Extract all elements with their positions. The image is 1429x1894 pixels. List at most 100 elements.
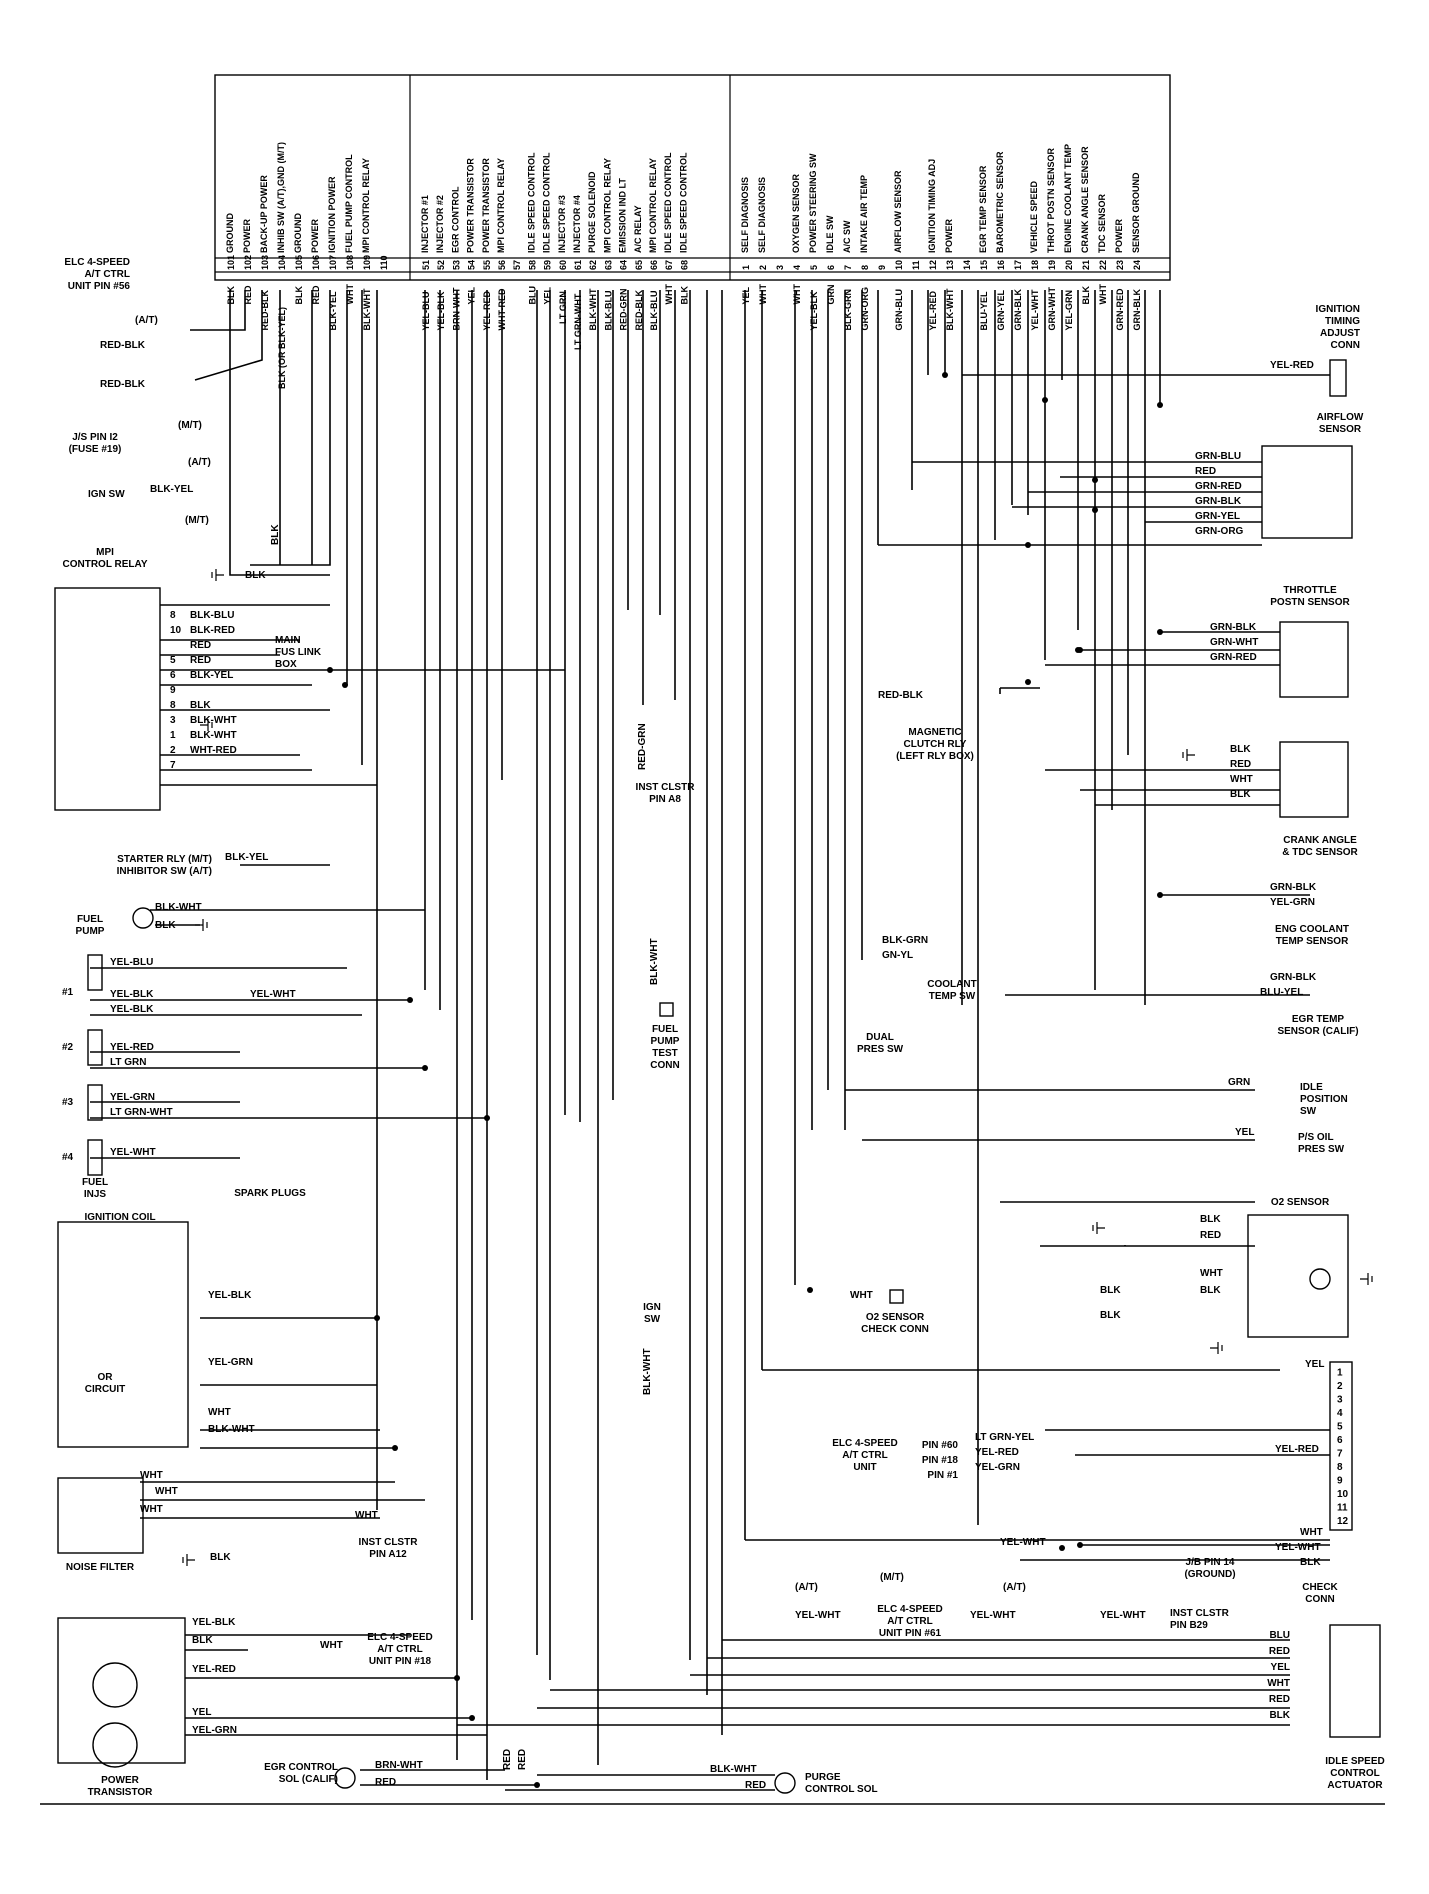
ecu-pin-func: POWER [1114,218,1124,253]
ignition-coil-label: IGNITION COIL [84,1212,155,1223]
o2-heater-symbol [1309,1268,1331,1290]
throttle-label-0: THROTTLE [1283,585,1337,596]
elc-61-label-0: ELC 4-SPEED [877,1604,943,1615]
main-fus-label-1: FUS LINK [275,647,322,658]
check-conn-label-1: CONN [1305,1594,1334,1605]
ecu-pin-wire: YEL-RED [928,290,938,330]
ps-wire-label: YEL [1235,1127,1254,1138]
relay-wire-label: WHT-RED [190,745,237,756]
mag-clutch-label-2: (LEFT RLY BOX) [896,751,974,762]
ground-symbols [182,569,1373,1566]
fuel-pump-label-1: PUMP [76,926,105,937]
check-wire-label: WHT [1300,1527,1323,1538]
ect-wire-label: GRN-BLK [1270,882,1317,893]
o2-check-label-1: CHECK CONN [861,1324,929,1335]
ecu-pin-wire: YEL-WHT [1030,289,1040,330]
injector-4 [87,1139,103,1176]
relay-pin-number: 9 [170,685,176,696]
ecu-pin-func: VEHICLE SPEED [1029,180,1039,253]
injector-wire-label: YEL-RED [110,1042,154,1053]
noise-filter-wire-label: WHT [140,1470,163,1481]
check-conn-pin-number: 10 [1337,1489,1349,1500]
ecu-pin-number: 107 [328,255,338,270]
ecu-pin-wire: GRN-ORG [860,287,870,331]
relay-wire-label: RED [190,640,211,651]
elc-18-label-0: ELC 4-SPEED [367,1632,433,1643]
airflow-label-1: SENSOR [1319,424,1362,435]
elc-61-label-1: A/T CTRL [887,1616,933,1627]
relay-pin-number: 8 [170,700,176,711]
ecu-pin-number: 23 [1115,260,1125,270]
ecu-pin-wire: GRN-RED [1115,288,1125,330]
ecu-pin-wire: RED-BLK [634,290,644,331]
ecu-pin-number: 65 [634,260,644,270]
or-circuit-label-1: CIRCUIT [85,1384,126,1395]
fp-test-label-2: TEST [652,1048,678,1059]
isc-wire-label: RED [1269,1646,1290,1657]
ecu-pin-func: IDLE SPEED CONTROL [678,152,688,253]
ign-sw-label: IGN SW [88,489,125,500]
blk-label-2: BLK [245,570,266,581]
coolant-sw-label-1: TEMP SW [929,991,976,1002]
coolant-sw-wire-label: BLK-GRN [882,935,928,946]
ecu-pin-wire: BLK-WHT [588,288,598,330]
o2-check-conn [889,1289,904,1304]
throttle-sensor-box [1279,621,1349,698]
ecu-pin-number: 68 [679,260,689,270]
egr-temp-label-0: EGR TEMP [1292,1014,1345,1025]
yel-wht-label: YEL-WHT [1000,1537,1046,1548]
ecu-pin-number: 3 [775,265,785,270]
ignition-timing-label-0: IGNITION [1316,304,1360,315]
coil-wire-label: BLK-WHT [208,1424,255,1435]
idle-wire-label: GRN [1228,1077,1250,1088]
ecu-pin-number: 102 [243,255,253,270]
inst-a12-label-1: PIN A12 [369,1549,407,1560]
isc-wire-label: RED [1269,1694,1290,1705]
ign-sw-center-label-0: IGN [643,1302,661,1313]
check-conn-pin-number: 6 [1337,1435,1343,1446]
relay-pin-number: 3 [170,715,176,726]
ecu-pin-number: 63 [603,260,613,270]
ecu-pin-func: MPI CONTROL RELAY [602,158,612,253]
injector-3 [87,1084,103,1121]
ecu-pin-number: 12 [928,260,938,270]
starter-wire-label: BLK-YEL [225,852,268,863]
ecu-pin-wire: BLK-BLU [649,291,659,331]
check-conn-pin-number: 11 [1337,1503,1348,1514]
crank-sensor-box [1279,741,1349,818]
elc-top-label-2: UNIT PIN #56 [68,281,131,292]
spark-plugs-label: SPARK PLUGS [234,1188,306,1199]
ecu-pin-func: INJECTOR #4 [572,195,582,253]
relay-wire-label: RED [190,655,211,666]
o2-wire-label: WHT [1200,1268,1223,1279]
ecu-pin-func: A/C RELAY [633,205,643,253]
ecu-pin-wire: GRN-BLK [1013,289,1023,331]
ecu-pin-number: 14 [962,260,972,270]
inst-b29-label-0: INST CLSTR [1170,1608,1230,1619]
check-conn-pin-number: 8 [1337,1462,1343,1473]
injector-wire-label: LT GRN-WHT [110,1107,173,1118]
ecu-pin-number: 101 [226,255,236,270]
ecu-pin-func: CRANK ANGLE SENSOR [1080,146,1090,253]
elc-check-pin: PIN #60 [922,1440,959,1451]
idle-label-2: SW [1300,1106,1317,1117]
relay-pin-number: 1 [170,730,176,741]
purge-sol-symbol [774,1772,796,1794]
ecu-pin-func: TDC SENSOR [1097,193,1107,253]
airflow-wire-label: GRN-BLU [1195,451,1241,462]
ecu-pin-number: 55 [482,260,492,270]
starter-label-0: STARTER RLY (M/T) [117,854,212,865]
ecu-pin-wire: BLK [1081,286,1091,305]
injector-number: #3 [62,1097,74,1108]
ecu-pin-func: SELF DIAGNOSIS [757,177,767,253]
ecu-pin-number: 103 [260,255,270,270]
ecu-pin-func: INJECTOR #1 [420,195,430,253]
ecu-pin-number: 17 [1013,260,1023,270]
red-label: RED [502,1749,513,1770]
isc-wire-label: YEL [1271,1662,1290,1673]
ecu-pin-func: IGNITION TIMING ADJ [927,159,937,253]
ecu-pin-func: POWER [944,218,954,253]
ecu-pin-number: 62 [588,260,598,270]
ecu-pin-wire: BLK-WHT [945,288,955,330]
ecu-pin-number: 4 [792,265,802,270]
